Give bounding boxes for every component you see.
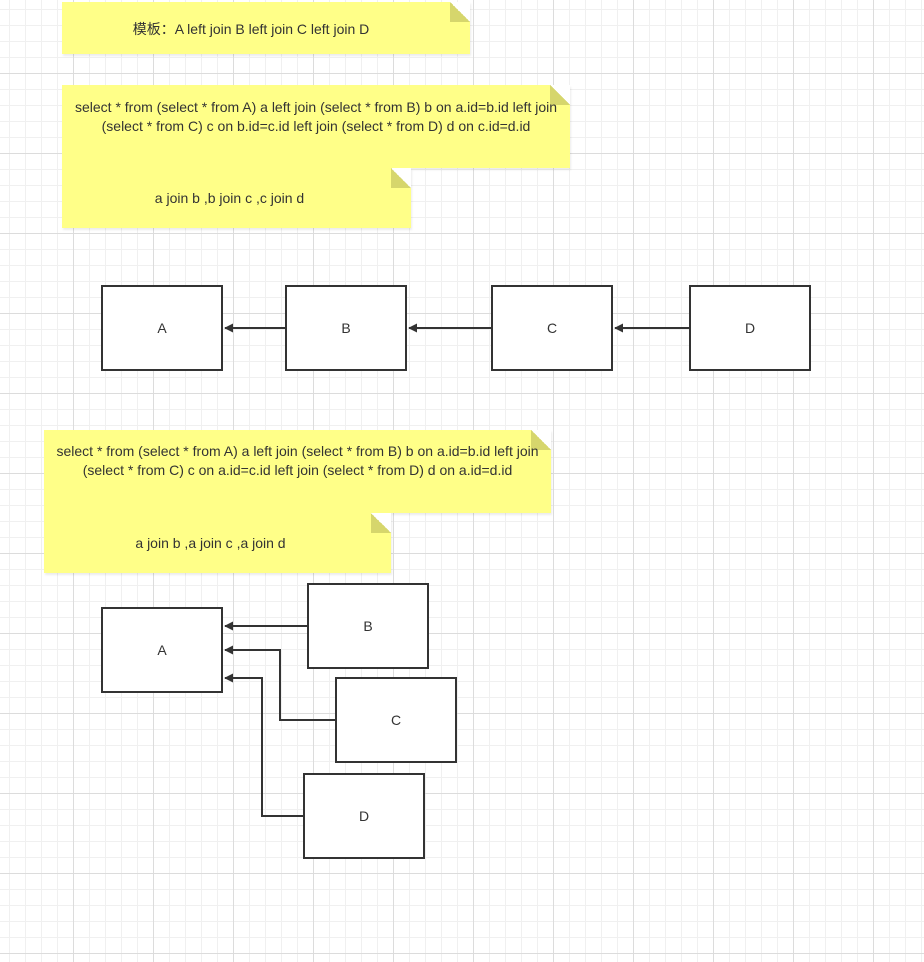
note-template[interactable]: 模板：A left join B left join C left join D <box>62 2 470 54</box>
note-query-2-text: select * from (select * from A) a left j… <box>56 443 543 478</box>
note-query-2[interactable]: select * from (select * from A) a left j… <box>44 430 551 513</box>
node-a[interactable]: A <box>101 285 223 371</box>
note-fold-icon <box>391 168 411 188</box>
note-joins-1[interactable]: a join b ,b join c ,c join d <box>62 168 411 228</box>
note-fold-icon <box>450 2 470 22</box>
node-d[interactable]: D <box>303 773 425 859</box>
node-b[interactable]: B <box>307 583 429 669</box>
note-query-1[interactable]: select * from (select * from A) a left j… <box>62 85 570 168</box>
note-joins-1-text: a join b ,b join c ,c join d <box>154 190 305 206</box>
note-joins-2-text: a join b ,a join c ,a join d <box>135 535 286 551</box>
note-template-text: 模板：A left join B left join C left join D <box>132 21 370 37</box>
edge-d-to-a[interactable] <box>224 673 303 817</box>
note-fold-icon <box>531 430 551 450</box>
note-fold-icon <box>550 85 570 105</box>
node-b[interactable]: B <box>285 285 407 371</box>
node-c[interactable]: C <box>491 285 613 371</box>
node-d[interactable]: D <box>689 285 811 371</box>
note-fold-icon <box>371 513 391 533</box>
node-c[interactable]: C <box>335 677 457 763</box>
note-query-1-text: select * from (select * from A) a left j… <box>74 99 561 134</box>
node-a[interactable]: A <box>101 607 223 693</box>
note-joins-2[interactable]: a join b ,a join c ,a join d <box>44 513 391 573</box>
